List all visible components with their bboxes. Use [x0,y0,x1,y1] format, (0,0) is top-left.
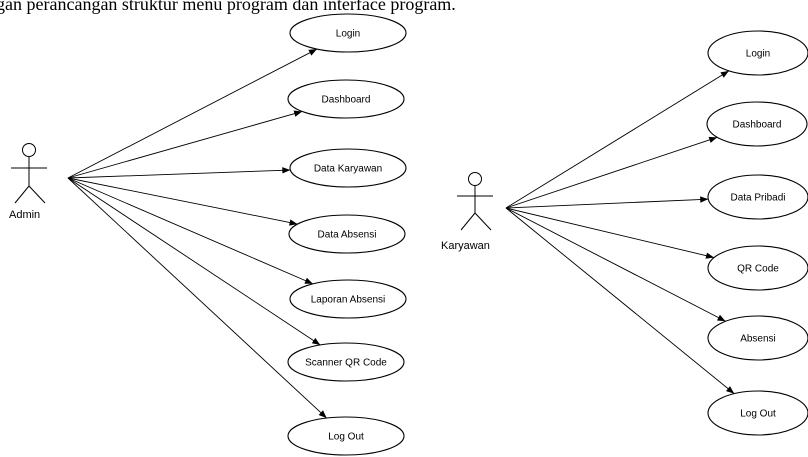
use-case-label: Dashboard [322,95,371,106]
use-case-label: Dashboard [733,120,782,131]
arrowhead-karyawan-log-out [725,386,735,394]
association-admin-data-karyawan [67,169,291,179]
use-case-label: Laporan Absensi [311,295,386,306]
use-case-ellipse [287,342,405,382]
association-karyawan-dashboard [505,136,718,209]
association-admin-dashboard [67,111,303,179]
association-karyawan-login [505,70,730,209]
association-admin-scanner-qr-code [67,177,321,346]
actor-label-karyawan: Karyawan [441,240,490,252]
use-case-ellipse [707,315,808,361]
use-case-ellipse [707,174,808,220]
use-case-karyawan-data-pribadi: Data Pribadi [707,174,808,220]
use-case-ellipse [289,279,407,319]
use-case-label: Scanner QR Code [305,358,387,369]
actor-admin: Admin [9,143,47,221]
use-case-ellipse [288,214,406,254]
association-admin-laporan-absensi [67,177,314,285]
use-case-label: QR Code [737,264,779,275]
use-case-ellipse [287,79,405,119]
arrowhead-admin-data-absensi [289,219,298,226]
use-case-ellipse [289,148,407,188]
use-case-label: Data Absensi [318,230,377,241]
use-case-karyawan-absensi: Absensi [707,315,808,361]
association-admin-log-out [67,177,328,419]
stick-figure-icon [457,172,493,231]
use-case-admin-scanner-qr-code: Scanner QR Code [287,342,405,382]
use-case-ellipse [287,416,405,456]
arrowhead-admin-log-out [318,410,327,419]
page-heading: gan perancangan struktur menu program da… [0,0,456,14]
use-case-karyawan-log-out: Log Out [707,390,808,436]
arrowhead-admin-scanner-qr-code [311,337,321,345]
use-case-admin-dashboard: Dashboard [287,79,405,119]
use-case-label: Data Pribadi [730,193,785,204]
use-case-label: Absensi [740,334,776,345]
association-lines [67,48,735,419]
actor-karyawan: Karyawan [441,172,493,252]
use-case-karyawan-dashboard: Dashboard [706,101,808,147]
arrowhead-karyawan-login [720,70,729,78]
use-case-ellipse [706,101,808,147]
arrowhead-admin-login [308,49,317,56]
use-case-karyawan-login: Login [707,30,808,76]
association-karyawan-data-pribadi [505,198,709,209]
arrowhead-karyawan-absensi [716,314,726,322]
arrowhead-karyawan-qr-code [705,252,715,259]
use-case-ellipse [707,30,808,76]
use-case-label: Data Karyawan [314,164,382,175]
arrowhead-admin-data-karyawan [282,167,291,174]
use-case-ellipse [707,245,808,291]
use-case-label: Login [746,49,770,60]
use-case-admin-data-karyawan: Data Karyawan [289,148,407,188]
use-case-admin-data-absensi: Data Absensi [288,214,406,254]
stick-figure-icon [11,143,47,204]
use-case-ellipse [707,390,808,436]
association-karyawan-log-out [505,207,735,394]
use-case-ellipse [289,13,407,53]
actor-label-admin: Admin [9,209,40,221]
use-case-karyawan-qr-code: QR Code [707,245,808,291]
arrowhead-karyawan-dashboard [708,136,718,143]
use-case-admin-login: Login [289,13,407,53]
use-case-label: Log Out [740,409,776,420]
association-admin-data-absensi [67,177,298,225]
use-case-label: Log Out [328,432,364,443]
use-case-admin-log-out: Log Out [287,416,405,456]
association-admin-login [67,48,318,179]
use-case-admin-laporan-absensi: Laporan Absensi [289,279,407,319]
association-karyawan-absensi [505,207,726,322]
association-karyawan-qr-code [505,207,715,258]
arrowhead-karyawan-data-pribadi [700,196,709,203]
arrowhead-admin-dashboard [293,110,303,117]
arrowhead-admin-laporan-absensi [304,277,313,284]
use-case-label: Login [336,29,360,40]
